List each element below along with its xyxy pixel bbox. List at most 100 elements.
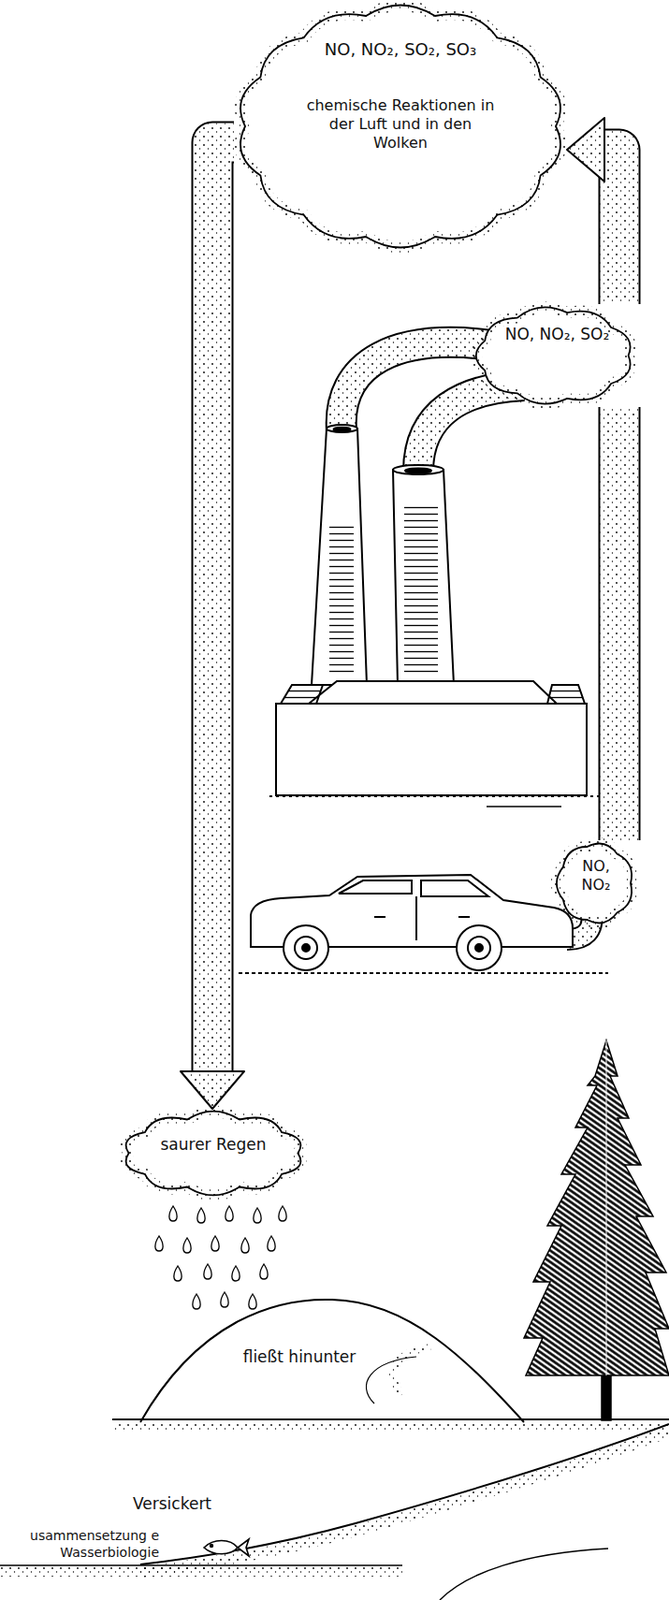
node-text: NO, NO₂	[567, 857, 626, 895]
band-edge	[212, 142, 234, 1074]
factory-part	[405, 467, 432, 473]
car-part	[421, 880, 489, 897]
arrow-head	[567, 117, 605, 182]
car-part	[238, 972, 609, 975]
arrow-head-fill	[567, 117, 605, 182]
rain-drops-part	[260, 1264, 268, 1280]
cloud-fill	[476, 306, 631, 404]
cloud-fill	[556, 843, 632, 924]
arrow-head-fill	[180, 1071, 245, 1109]
hill-outline	[140, 1299, 524, 1423]
ground-part	[112, 1418, 669, 1421]
car-part	[415, 896, 418, 941]
hill: fließt hinunter	[140, 1295, 524, 1423]
cloud-stipple	[556, 843, 632, 924]
cloud-fill	[126, 1111, 302, 1196]
fish-part	[210, 1544, 214, 1548]
smoke-band	[567, 117, 620, 305]
node-text: fließt hinunter	[243, 1347, 357, 1368]
car-part	[338, 880, 412, 894]
factory-part	[392, 469, 454, 685]
rain-drops-part	[241, 1237, 249, 1253]
factory-part	[404, 505, 438, 674]
car-part	[458, 916, 470, 918]
cloud-outline	[126, 1111, 302, 1196]
ground-part	[0, 1564, 403, 1567]
rain-drops-part	[267, 1236, 276, 1251]
rain-drops	[155, 1206, 287, 1309]
rain-cloud: saurer Regen	[119, 1108, 307, 1198]
smoke-band	[180, 142, 245, 1109]
reaction-cloud: NO, NO₂, SO₂, SO₃ chemische Reaktionen in…	[233, 1, 568, 251]
rain-drops-part	[197, 1207, 205, 1223]
ground-part	[140, 1424, 669, 1565]
seepage-label: Versickert	[132, 1493, 212, 1514]
cloud-outline	[476, 306, 631, 404]
band-stipple	[600, 407, 640, 841]
fir-tree-part	[523, 1040, 669, 1376]
rain-drops-part	[155, 1236, 163, 1251]
factory-part	[280, 684, 323, 704]
smoke-band	[619, 407, 621, 841]
factory-part	[547, 684, 585, 704]
fir-tree-part	[606, 1040, 608, 1376]
node-content: NO, NO₂	[553, 840, 637, 927]
ground-part	[112, 1421, 669, 1431]
rain-drops-part	[232, 1265, 240, 1281]
node-content: NO, NO₂, SO₂, SO₃ chemische Reaktionen in…	[233, 1, 568, 251]
fish-part	[203, 1541, 238, 1555]
rain-drops-part	[203, 1264, 212, 1280]
car-part	[456, 925, 502, 971]
factory	[269, 424, 618, 807]
rain-drops-part	[192, 1294, 201, 1309]
rain-drops-part	[183, 1237, 191, 1253]
factory-part	[308, 681, 557, 704]
rain-drops-part	[211, 1236, 219, 1251]
rain-drops-part	[278, 1206, 287, 1222]
factory-plume-part	[418, 385, 524, 472]
car-part	[475, 944, 483, 952]
ground-part	[365, 1356, 417, 1404]
car-part	[467, 936, 491, 960]
cloud-stipple	[476, 306, 631, 404]
node-text: saurer Regen	[159, 1134, 266, 1155]
factory-part	[329, 523, 354, 674]
ground-part	[439, 1548, 609, 1600]
ground-part	[0, 1567, 403, 1577]
car-part	[294, 936, 318, 960]
factory-plume-part	[418, 385, 524, 472]
rain-drops-part	[220, 1292, 229, 1308]
car-part	[374, 916, 386, 918]
cloud-stipple	[240, 5, 561, 248]
car-part	[302, 944, 310, 952]
factory-part	[392, 465, 444, 475]
arrow-head	[180, 1071, 245, 1109]
cloud-fill	[240, 5, 561, 248]
factory-plume-part	[418, 385, 524, 472]
node-content: saurer Regen	[119, 1108, 307, 1198]
cropped-label: usammensetzung e Wasserbiologie	[28, 1527, 160, 1561]
node-text: chemische Reaktionen in der Luft und in …	[305, 96, 495, 153]
band-stipple	[212, 142, 234, 1074]
ground-part	[392, 1347, 431, 1395]
band-fill	[212, 142, 234, 1074]
node-text: NO, NO₂, SO₂	[505, 324, 611, 345]
node-text: NO, NO₂, SO₂, SO₃	[324, 39, 477, 61]
factory-part	[326, 424, 358, 433]
factory-part	[311, 428, 367, 685]
rain-drops-part	[169, 1206, 177, 1222]
factory-part	[486, 805, 562, 808]
node-content: NO, NO₂, SO₂	[472, 304, 637, 408]
exhaust-cloud: NO, NO₂	[553, 840, 637, 927]
rain-drops-part	[248, 1294, 257, 1309]
fish	[203, 1539, 249, 1557]
smoke-cloud-outline	[472, 304, 637, 408]
rain-drops-part	[225, 1206, 233, 1222]
cloud-outline	[240, 5, 561, 248]
fir-tree	[523, 1040, 669, 1421]
fish-part	[237, 1539, 249, 1557]
ground-part	[140, 1431, 669, 1572]
rain-drops-part	[174, 1265, 182, 1281]
factory-part	[269, 795, 618, 798]
band-fill	[600, 407, 640, 841]
